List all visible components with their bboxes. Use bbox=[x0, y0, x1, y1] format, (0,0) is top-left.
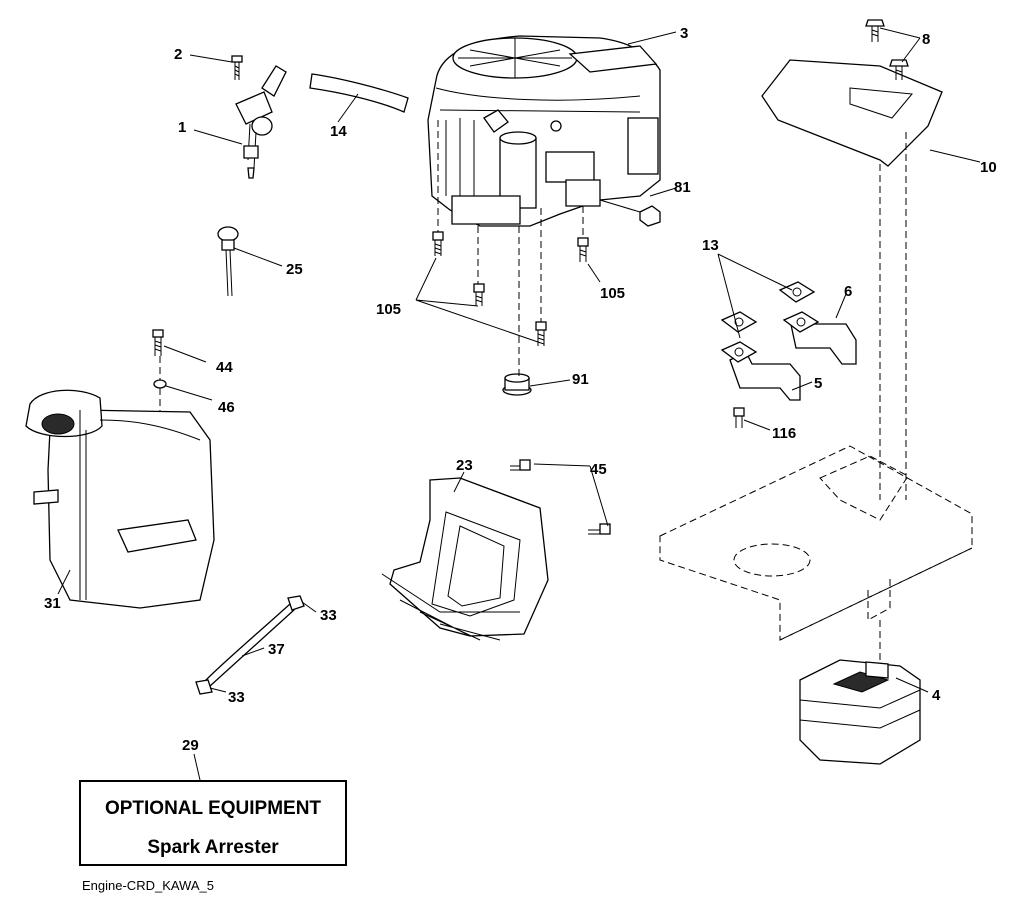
heat-shield-23 bbox=[381, 477, 549, 641]
washer-46 bbox=[153, 379, 167, 389]
screw-44 bbox=[152, 329, 164, 356]
callout-25: 25 bbox=[286, 261, 303, 278]
engine-part-3-leader bbox=[627, 31, 677, 45]
callout-37: 37 bbox=[268, 641, 285, 658]
callout-8: 8 bbox=[922, 31, 930, 48]
hose-clamp-33-bottom bbox=[195, 679, 213, 695]
leader-lines bbox=[57, 27, 981, 781]
engine bbox=[427, 35, 661, 227]
callout-13: 13 bbox=[702, 237, 719, 254]
callout-1: 1 bbox=[178, 119, 186, 136]
bolt-116 bbox=[733, 407, 745, 428]
hose-clamp-33-top bbox=[287, 595, 305, 611]
callout-10: 10 bbox=[980, 159, 997, 176]
bolts-8 bbox=[865, 19, 909, 80]
callout-116: 116 bbox=[772, 425, 796, 442]
callout-31: 31 bbox=[44, 595, 61, 612]
exhaust-pipes bbox=[729, 315, 857, 401]
diagram-footer-code: Engine-CRD_KAWA_5 bbox=[82, 878, 214, 893]
optional-equipment-box: OPTIONAL EQUIPMENT Spark Arrester bbox=[79, 780, 347, 866]
callout-46: 46 bbox=[218, 399, 235, 416]
callout-6: 6 bbox=[844, 283, 852, 300]
dipstick-25 bbox=[217, 226, 239, 297]
fuel-tank-31 bbox=[25, 389, 215, 609]
callout-3: 3 bbox=[680, 25, 688, 42]
spacer-91 bbox=[502, 373, 532, 396]
callout-5: 5 bbox=[814, 375, 822, 392]
screw-2 bbox=[231, 55, 243, 80]
callout-44: 44 bbox=[216, 359, 233, 376]
callout-33-bottom: 33 bbox=[228, 689, 245, 706]
callout-23: 23 bbox=[456, 457, 473, 474]
bolts-45 bbox=[510, 459, 611, 535]
callout-91: 91 bbox=[572, 371, 589, 388]
callout-105-left: 105 bbox=[376, 301, 401, 318]
bolts-105 bbox=[432, 231, 589, 346]
callout-labels: 1 2 3 4 5 6 8 10 13 14 23 25 29 31 33 33… bbox=[44, 25, 997, 754]
callout-33-top: 33 bbox=[320, 607, 337, 624]
throttle-control bbox=[235, 65, 287, 179]
optional-equipment-title: OPTIONAL EQUIPMENT bbox=[104, 798, 322, 819]
fuel-hose-14 bbox=[309, 73, 409, 113]
nut-81 bbox=[599, 199, 661, 227]
muffler-4 bbox=[799, 659, 921, 765]
callout-105-right: 105 bbox=[600, 285, 625, 302]
callout-4: 4 bbox=[932, 687, 941, 704]
callout-2: 2 bbox=[174, 46, 182, 63]
callout-45: 45 bbox=[590, 461, 607, 478]
spark-arrester-label: Spark Arrester bbox=[147, 837, 279, 858]
callout-29: 29 bbox=[182, 737, 199, 754]
heat-shield-plate-10 bbox=[761, 59, 943, 167]
gaskets-13 bbox=[720, 281, 820, 363]
callout-81: 81 bbox=[674, 179, 691, 196]
frame-outline bbox=[659, 445, 973, 641]
callout-14: 14 bbox=[330, 123, 347, 140]
